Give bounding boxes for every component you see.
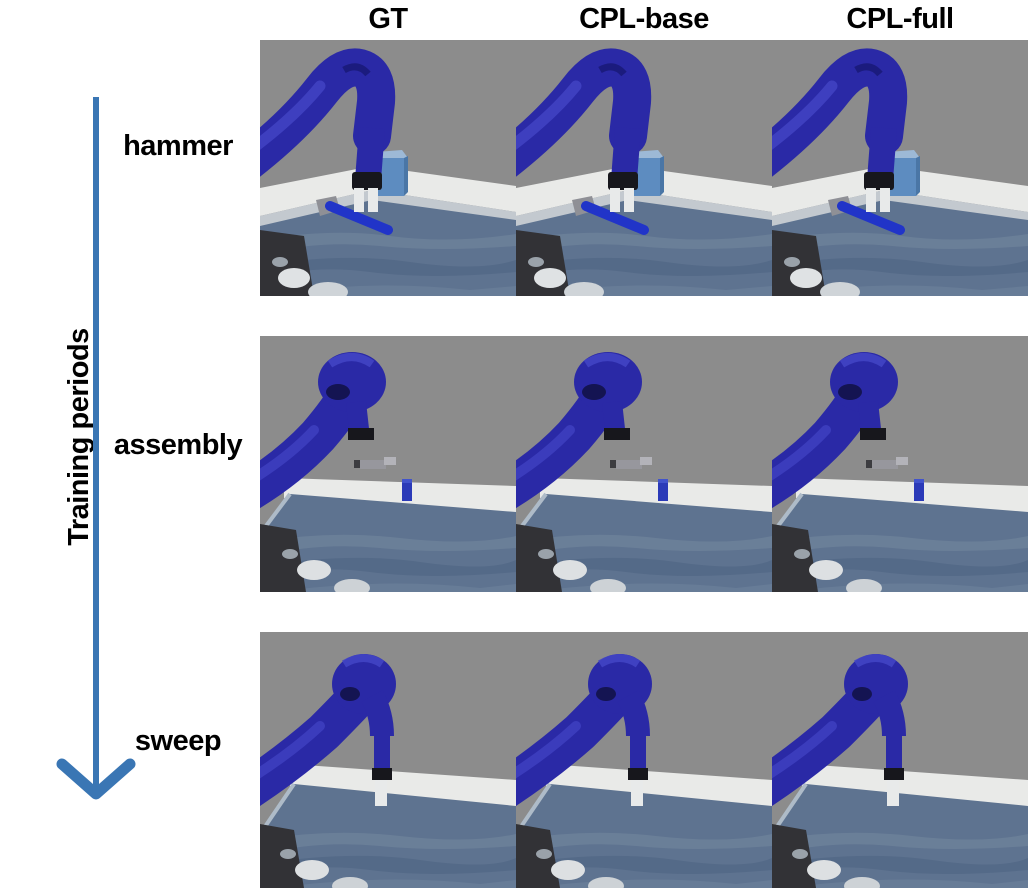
row-label-sweep: sweep: [134, 724, 222, 757]
thumbnail-assembly-cpl-full: [772, 336, 1028, 592]
assembly-scene-image: [516, 336, 772, 592]
thumbnail-sweep-cpl-full: [772, 632, 1028, 888]
column-header-cpl-full: CPL-full: [846, 2, 954, 35]
row-label-assembly: assembly: [113, 428, 243, 461]
hammer-scene-image: [772, 40, 1028, 296]
sweep-scene-image: [772, 632, 1028, 888]
thumbnail-assembly-gt: [260, 336, 516, 592]
column-header-gt: GT: [368, 2, 408, 35]
thumbnail-assembly-cpl-base: [516, 336, 772, 592]
assembly-scene-image: [772, 336, 1028, 592]
training-periods-arrow-icon: [56, 97, 136, 800]
column-header-cpl-base: CPL-base: [579, 2, 709, 35]
sweep-scene-image: [260, 632, 516, 888]
hammer-scene-image: [260, 40, 516, 296]
thumbnail-sweep-gt: [260, 632, 516, 888]
thumbnail-hammer-cpl-full: [772, 40, 1028, 296]
hammer-scene-image: [516, 40, 772, 296]
thumbnail-hammer-cpl-base: [516, 40, 772, 296]
sweep-scene-image: [516, 632, 772, 888]
assembly-scene-image: [260, 336, 516, 592]
row-label-hammer: hammer: [123, 129, 233, 162]
thumbnail-hammer-gt: [260, 40, 516, 296]
thumbnail-sweep-cpl-base: [516, 632, 772, 888]
